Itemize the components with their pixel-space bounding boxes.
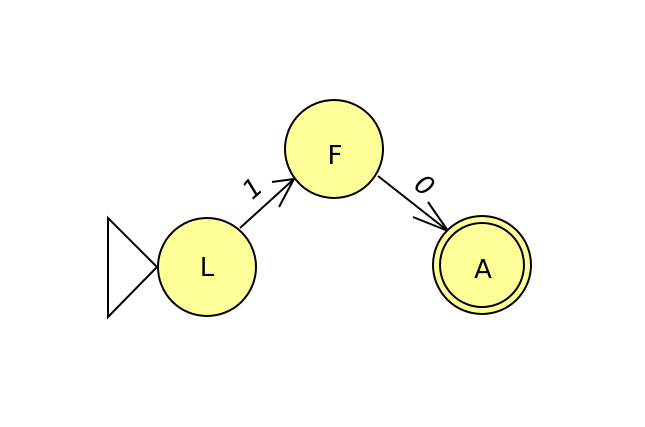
edge-l-to-f-label: 1	[237, 172, 269, 205]
edge-f-to-a: 0	[377, 169, 451, 234]
state-f[interactable]: F	[284, 99, 384, 199]
initial-state-marker	[107, 215, 159, 320]
edge-f-to-a-label: 0	[408, 169, 440, 203]
state-f-circle	[284, 99, 384, 199]
state-l[interactable]: L	[157, 217, 257, 317]
state-a[interactable]: A	[432, 215, 532, 315]
state-a-label: A	[474, 255, 492, 285]
edge-l-to-f-arrowhead	[271, 177, 296, 208]
edge-f-to-a-line	[377, 175, 449, 232]
edge-l-to-f-line	[239, 178, 295, 229]
state-l-label: L	[200, 253, 215, 283]
state-a-inner-circle	[439, 222, 525, 308]
edge-l-to-f: 1	[237, 172, 296, 229]
state-f-label: F	[328, 141, 343, 171]
state-l-circle	[157, 217, 257, 317]
